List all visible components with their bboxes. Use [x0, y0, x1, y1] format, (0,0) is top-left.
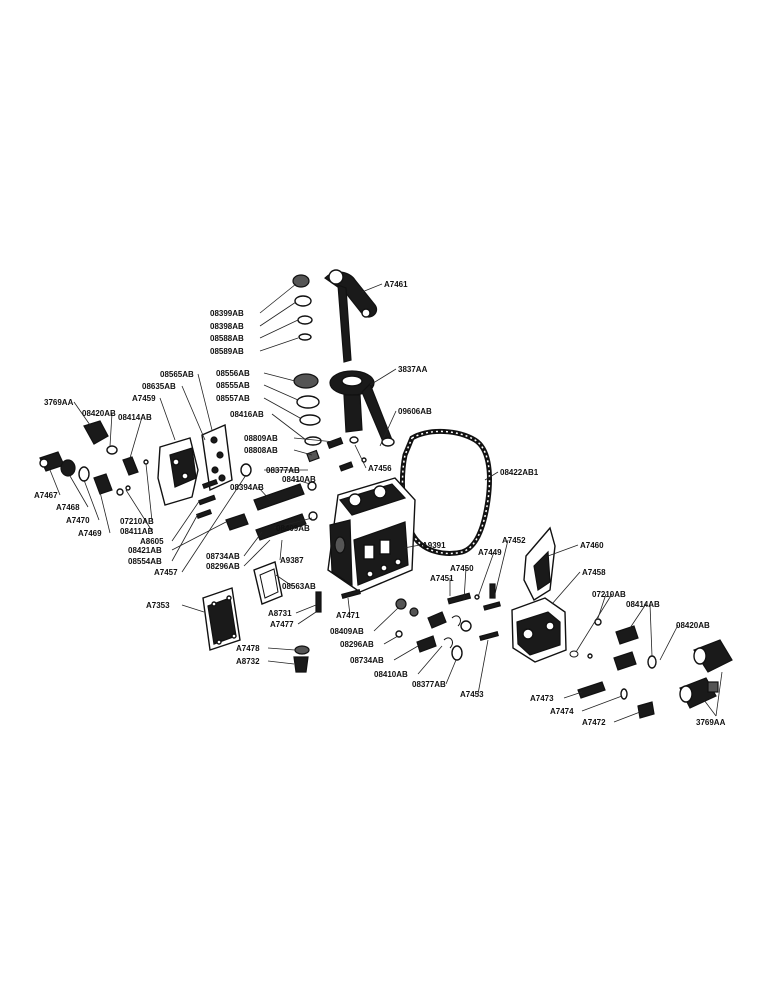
label-08554ab: 08554AB — [128, 557, 162, 566]
label-a7460: A7460 — [580, 541, 604, 550]
cover-a7459 — [157, 437, 199, 506]
label-a7461: A7461 — [384, 280, 408, 289]
label-a7467: A7467 — [34, 491, 58, 500]
label-08557ab: 08557AB — [216, 394, 250, 403]
gasket-08422ab1 — [399, 428, 492, 556]
small-parts-right — [569, 618, 657, 719]
label-a7353: A7353 — [146, 601, 170, 610]
seal-stack — [293, 373, 322, 446]
label-08589ab: 08589AB — [210, 347, 244, 356]
label-08410ab-lower: 08410AB — [374, 670, 408, 679]
plate-08565ab — [201, 423, 233, 492]
arm-3837aa — [329, 370, 395, 447]
label-a7469: A7469 — [78, 529, 102, 538]
label-08809ab: 08809AB — [244, 434, 278, 443]
label-08409ab-lower: 08409AB — [330, 627, 364, 636]
label-08556ab: 08556AB — [216, 369, 250, 378]
label-08734ab-upper: 08734AB — [206, 552, 240, 561]
label-a8605: A8605 — [140, 537, 164, 546]
label-08416ab: 08416AB — [230, 410, 264, 419]
label-a7457: A7457 — [154, 568, 178, 577]
label-08377ab-lower: 08377AB — [412, 680, 446, 689]
label-08563ab: 08563AB — [282, 582, 316, 591]
label-08588ab: 08588AB — [210, 334, 244, 343]
label-a7468: A7468 — [56, 503, 80, 512]
valve-body-a7458 — [511, 597, 567, 663]
plate-08563ab — [253, 561, 283, 605]
washer-stack-upper — [292, 274, 313, 341]
label-08411ab: 08411AB — [120, 527, 154, 536]
part-labels: A7461 08399AB 08398AB 08588AB 08589AB 38… — [34, 280, 726, 727]
shafts-center — [225, 436, 367, 541]
label-a7453: A7453 — [460, 690, 484, 699]
label-a7452: A7452 — [502, 536, 526, 545]
label-07210ab-right: 07210AB — [592, 590, 626, 599]
label-08565ab: 08565AB — [160, 370, 194, 379]
label-08394ab: 08394AB — [230, 483, 264, 492]
label-a7450: A7450 — [450, 564, 474, 573]
label-08409ab-upper: 08409AB — [276, 524, 310, 533]
lever-arm-a7461 — [324, 269, 378, 363]
small-parts-lower — [293, 583, 501, 673]
part-drawings — [39, 269, 733, 719]
label-08399ab: 08399AB — [210, 309, 244, 318]
label-a7472: A7472 — [582, 718, 606, 727]
label-3769aa-right: 3769AA — [696, 718, 726, 727]
label-a7459: A7459 — [132, 394, 156, 403]
fittings-left — [83, 420, 149, 476]
label-07210ab-left: 07210AB — [120, 517, 154, 526]
label-08420ab-right: 08420AB — [676, 621, 710, 630]
label-a7474: A7474 — [550, 707, 574, 716]
label-3769aa-left: 3769AA — [44, 398, 74, 407]
label-08414ab-right: 08414AB — [626, 600, 660, 609]
leader-lines — [49, 283, 723, 723]
label-a9391: A9391 — [422, 541, 446, 550]
label-a8732: A8732 — [236, 657, 260, 666]
label-08296ab-upper: 08296AB — [206, 562, 240, 571]
label-a7478: A7478 — [236, 644, 260, 653]
label-a7470: A7470 — [66, 516, 90, 525]
label-08421ab: 08421AB — [128, 546, 162, 555]
main-housing-a9391 — [327, 477, 416, 593]
bracket-a7460 — [523, 526, 556, 602]
label-08635ab: 08635AB — [142, 382, 176, 391]
label-a7449: A7449 — [478, 548, 502, 557]
label-08398ab: 08398AB — [210, 322, 244, 331]
label-3837aa: 3837AA — [398, 365, 428, 374]
label-08734ab-lower: 08734AB — [350, 656, 384, 665]
fittings-far-left — [39, 451, 131, 496]
label-08296ab-lower: 08296AB — [340, 640, 374, 649]
label-08414ab-left: 08414AB — [118, 413, 152, 422]
label-a7471: A7471 — [336, 611, 360, 620]
cover-plate-a7353 — [202, 587, 241, 651]
label-a7473: A7473 — [530, 694, 554, 703]
label-09606ab: 09606AB — [398, 407, 432, 416]
label-08377ab-upper: 08377AB — [266, 466, 300, 475]
label-a7456: A7456 — [368, 464, 392, 473]
label-a9387: A9387 — [280, 556, 304, 565]
label-08422ab1: 08422AB1 — [500, 468, 539, 477]
label-08420ab-left: 08420AB — [82, 409, 116, 418]
pins-left — [195, 478, 219, 520]
label-08555ab: 08555AB — [216, 381, 250, 390]
label-a8731: A8731 — [268, 609, 292, 618]
fittings-right — [679, 639, 733, 709]
label-08808ab: 08808AB — [244, 446, 278, 455]
label-a7458: A7458 — [582, 568, 606, 577]
label-a7451: A7451 — [430, 574, 454, 583]
label-a7477: A7477 — [270, 620, 294, 629]
label-08410ab-upper: 08410AB — [282, 475, 316, 484]
